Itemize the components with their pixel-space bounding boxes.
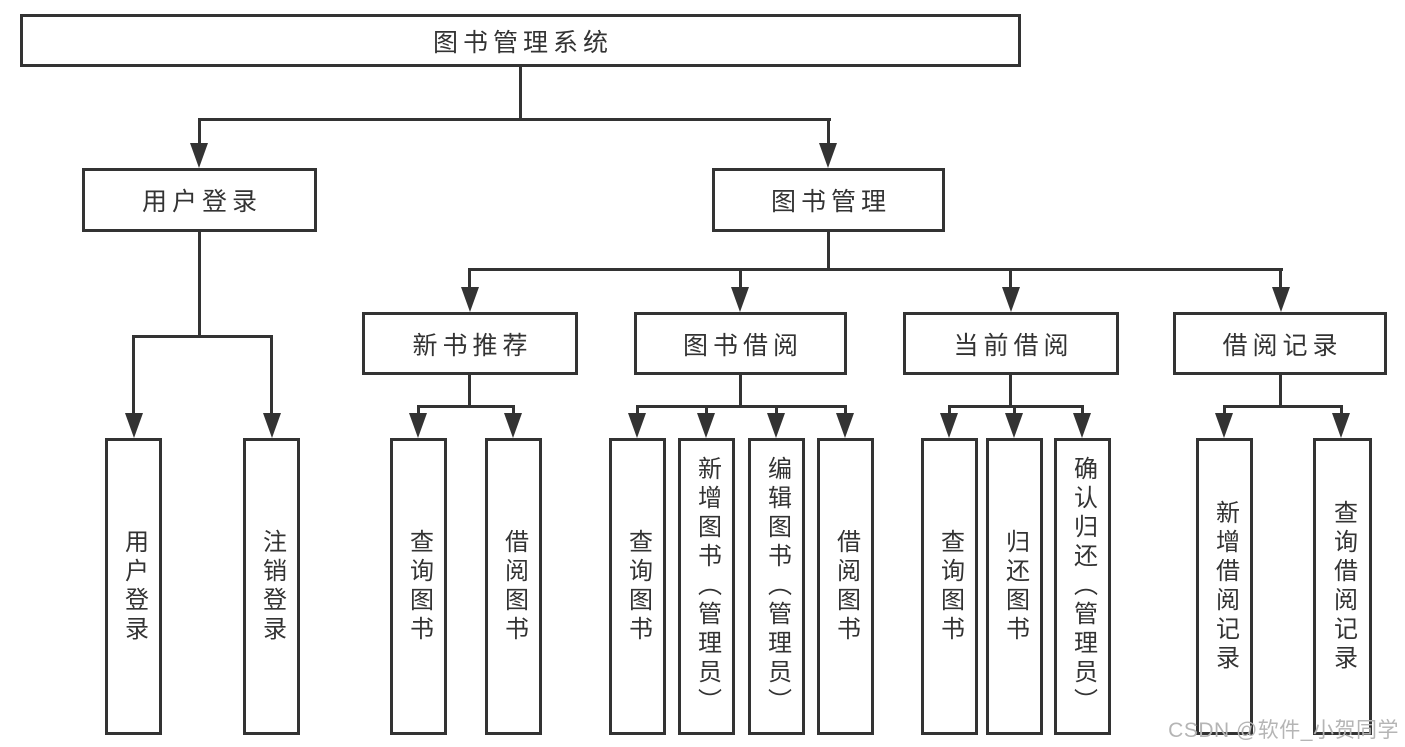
node-library-system-label: 图书管理系统 bbox=[432, 28, 613, 57]
connector-line bbox=[1340, 405, 1343, 415]
leaf-add-book-admin-label: 新增图书（管理员） bbox=[693, 456, 721, 717]
arrow-down-icon bbox=[697, 413, 715, 438]
leaf-query-borrow-record: 查询借阅记录 bbox=[1313, 438, 1372, 735]
connector-line bbox=[705, 405, 708, 415]
connector-line bbox=[1223, 405, 1226, 415]
arrow-down-icon bbox=[1005, 413, 1023, 438]
connector-line bbox=[198, 118, 201, 146]
leaf-query-books-current-label: 查询图书 bbox=[936, 528, 964, 645]
leaf-borrow-books-recommend-label: 借阅图书 bbox=[500, 528, 528, 645]
arrow-down-icon bbox=[628, 413, 646, 438]
arrow-down-icon bbox=[767, 413, 785, 438]
connector-line bbox=[775, 405, 778, 415]
arrow-down-icon bbox=[1002, 287, 1020, 312]
node-borrowing-records: 借阅记录 bbox=[1173, 312, 1387, 375]
leaf-logout-label: 注销登录 bbox=[258, 528, 286, 645]
arrow-down-icon bbox=[461, 287, 479, 312]
leaf-edit-book-admin: 编辑图书（管理员） bbox=[748, 438, 805, 735]
leaf-user-login-label: 用户登录 bbox=[120, 528, 148, 645]
connector-line bbox=[739, 268, 742, 290]
arrow-down-icon bbox=[263, 413, 281, 438]
node-current-borrowing-label: 当前借阅 bbox=[953, 331, 1074, 360]
csdn-watermark: CSDN @软件_小贺同学 bbox=[1168, 719, 1399, 742]
connector-line bbox=[198, 232, 201, 337]
connector-line bbox=[468, 268, 1283, 271]
node-user-login-label: 用户登录 bbox=[141, 188, 262, 216]
leaf-return-books-label: 归还图书 bbox=[1001, 528, 1029, 645]
connector-line bbox=[844, 405, 847, 415]
leaf-add-borrow-record: 新增借阅记录 bbox=[1196, 438, 1253, 735]
connector-line bbox=[827, 118, 830, 146]
node-borrowing-records-label: 借阅记录 bbox=[1222, 331, 1343, 360]
connector-line bbox=[739, 373, 742, 407]
leaf-query-books-borrowing: 查询图书 bbox=[609, 438, 666, 735]
leaf-borrow-books-borrowing-label: 借阅图书 bbox=[832, 528, 860, 645]
leaf-query-books-recommend: 查询图书 bbox=[390, 438, 447, 735]
connector-line bbox=[1279, 373, 1282, 407]
leaf-query-books-recommend-label: 查询图书 bbox=[405, 528, 433, 645]
connector-line bbox=[270, 335, 273, 415]
connector-line bbox=[636, 405, 847, 408]
connector-line bbox=[519, 67, 522, 120]
node-book-management: 图书管理 bbox=[712, 168, 945, 232]
connector-line bbox=[417, 405, 420, 415]
arrow-down-icon bbox=[409, 413, 427, 438]
connector-line bbox=[468, 268, 471, 290]
connector-line bbox=[1223, 405, 1343, 408]
arrow-down-icon bbox=[819, 143, 837, 168]
connector-line bbox=[1009, 373, 1012, 407]
connector-line bbox=[948, 405, 951, 415]
connector-line bbox=[417, 405, 515, 408]
arrow-down-icon bbox=[1215, 413, 1233, 438]
leaf-confirm-return-admin-label: 确认归还（管理员） bbox=[1069, 456, 1097, 717]
connector-line bbox=[1279, 268, 1282, 290]
leaf-query-books-borrowing-label: 查询图书 bbox=[624, 528, 652, 645]
connector-line bbox=[132, 335, 273, 338]
arrow-down-icon bbox=[1332, 413, 1350, 438]
node-library-system: 图书管理系统 bbox=[20, 14, 1021, 67]
arrow-down-icon bbox=[731, 287, 749, 312]
connector-line bbox=[1013, 405, 1016, 415]
leaf-add-book-admin: 新增图书（管理员） bbox=[678, 438, 735, 735]
node-new-book-recommendation: 新书推荐 bbox=[362, 312, 578, 375]
node-book-borrowing-label: 图书借阅 bbox=[682, 331, 803, 360]
connector-line bbox=[132, 335, 135, 415]
connector-line bbox=[198, 118, 831, 121]
leaf-edit-book-admin-label: 编辑图书（管理员） bbox=[763, 456, 791, 717]
node-user-login: 用户登录 bbox=[82, 168, 317, 232]
leaf-borrow-books-recommend: 借阅图书 bbox=[485, 438, 542, 735]
connector-line bbox=[468, 373, 471, 407]
connector-line bbox=[948, 405, 1084, 408]
arrow-down-icon bbox=[190, 143, 208, 168]
leaf-logout: 注销登录 bbox=[243, 438, 300, 735]
leaf-borrow-books-borrowing: 借阅图书 bbox=[817, 438, 874, 735]
connector-line bbox=[827, 232, 830, 270]
arrow-down-icon bbox=[940, 413, 958, 438]
connector-line bbox=[636, 405, 639, 415]
arrow-down-icon bbox=[1073, 413, 1091, 438]
leaf-query-books-current: 查询图书 bbox=[921, 438, 978, 735]
node-book-management-label: 图书管理 bbox=[770, 188, 891, 216]
connector-line bbox=[512, 405, 515, 415]
arrow-down-icon bbox=[125, 413, 143, 438]
arrow-down-icon bbox=[836, 413, 854, 438]
leaf-return-books: 归还图书 bbox=[986, 438, 1043, 735]
node-book-borrowing: 图书借阅 bbox=[634, 312, 847, 375]
connector-line bbox=[1081, 405, 1084, 415]
leaf-add-borrow-record-label: 新增借阅记录 bbox=[1211, 499, 1239, 674]
leaf-confirm-return-admin: 确认归还（管理员） bbox=[1054, 438, 1111, 735]
node-new-book-recommendation-label: 新书推荐 bbox=[412, 331, 533, 360]
node-current-borrowing: 当前借阅 bbox=[903, 312, 1119, 375]
arrow-down-icon bbox=[504, 413, 522, 438]
leaf-user-login: 用户登录 bbox=[105, 438, 162, 735]
leaf-query-borrow-record-label: 查询借阅记录 bbox=[1329, 499, 1357, 674]
connector-line bbox=[1009, 268, 1012, 290]
arrow-down-icon bbox=[1272, 287, 1290, 312]
